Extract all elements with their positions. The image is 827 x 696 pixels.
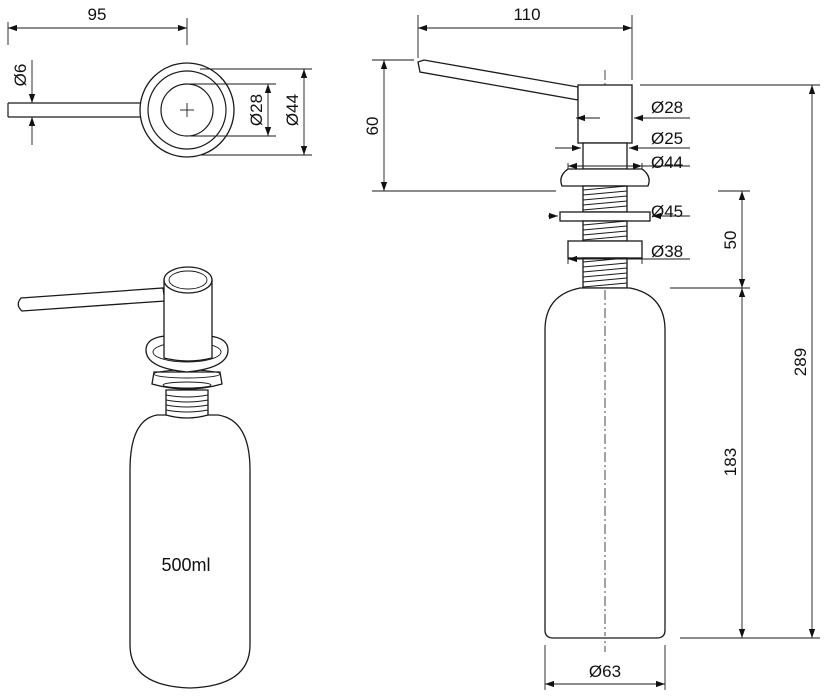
inner-ring-dimension: Ø28 [247,94,266,126]
nut-diameter-dimension: Ø38 [651,242,683,261]
side-bottle [544,287,666,639]
bottle-diameter-dimension: Ø63 [589,662,621,681]
top-view: 95 Ø6 Ø28 Ø44 [7,5,312,158]
spout-length-dimension: 110 [513,5,540,24]
top-width-dimension: 95 [88,5,107,24]
total-height-dimension: 289 [791,348,810,376]
thread-length-dimension: 50 [721,231,740,250]
bottle-height-dimension: 183 [721,448,740,476]
washer-diameter-dimension: Ø45 [651,202,683,221]
perspective-view: 500ml [17,266,251,689]
bottle-body [129,414,251,689]
neck-diameter-dimension: Ø25 [651,129,683,148]
stem-diameter-dimension: Ø6 [11,64,30,87]
collar-diameter-dimension: Ø44 [651,153,683,172]
outer-ring-dimension: Ø44 [283,94,302,126]
capacity-label: 500ml [161,555,210,575]
spout [17,287,166,312]
spout-height-dimension: 60 [363,117,382,136]
pump-head [163,279,213,362]
side-view: 110 60 Ø28 Ø25 Ø44 Ø45 Ø38 50 [363,5,820,690]
head-diameter-dimension: Ø28 [651,98,683,117]
